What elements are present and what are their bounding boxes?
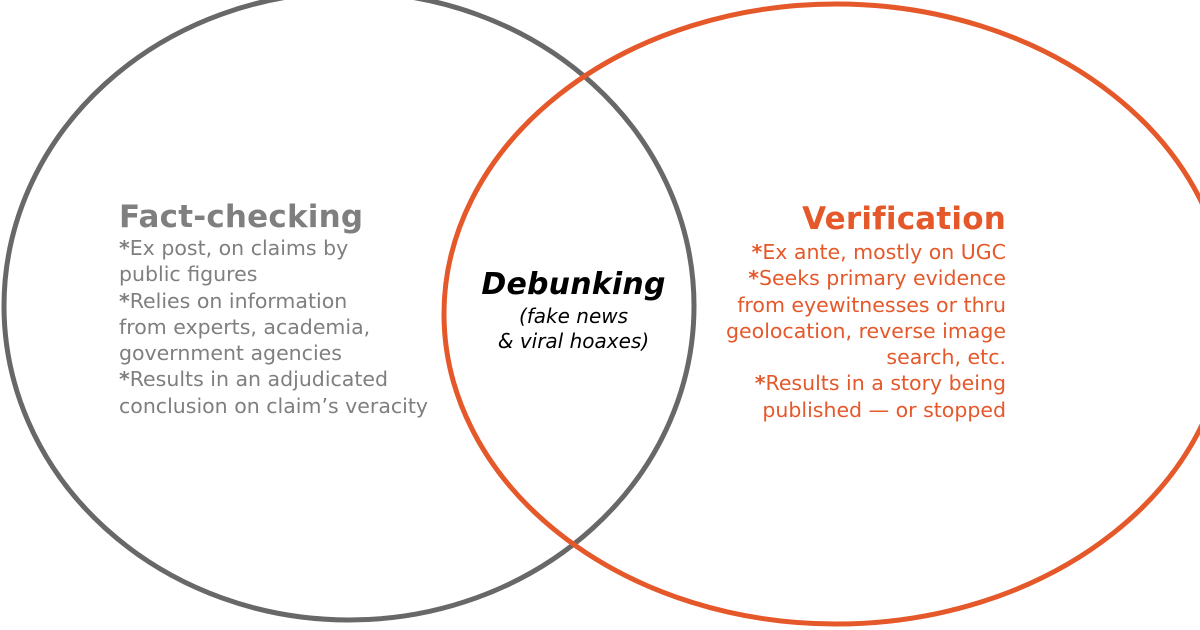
debunking-subtitle-line: (fake news [518, 304, 629, 328]
fact-checking-line: government agencies [119, 341, 342, 366]
fact-checking-line: public figures [119, 262, 258, 287]
debunking-block: Debunking (fake news & viral hoaxes) [460, 266, 687, 354]
fact-checking-line: *Results in an adjudicated [119, 367, 389, 392]
fact-checking-line: *Ex post, on claims by [119, 236, 349, 260]
fact-checking-line: from experts, academia, [119, 314, 371, 339]
verification-line: *Results in a story being [754, 371, 1006, 396]
fact-checking-circle [1, 0, 697, 623]
verification-line: *Ex ante, mostly on UGC [751, 240, 1006, 264]
fact-checking-line: *Relies on information [119, 288, 348, 313]
fact-checking-line: conclusion on claim’s veracity [119, 393, 429, 418]
verification-line: geolocation, reverse image [726, 318, 1006, 343]
verification-line: search, etc. [886, 345, 1006, 370]
debunking-subtitle-line: & viral hoaxes) [497, 329, 650, 353]
verification-block: Verification *Ex ante, mostly on UGC *Se… [726, 201, 1006, 423]
verification-title: Verification [802, 201, 1006, 237]
debunking-title: Debunking [481, 267, 666, 302]
fact-checking-title: Fact-checking [119, 199, 364, 235]
verification-line: *Seeks primary evidence [748, 266, 1006, 291]
verification-circle [441, 1, 1200, 627]
verification-line: from eyewitnesses or thru [737, 292, 1006, 317]
fact-checking-block: Fact-checking *Ex post, on claims by pub… [119, 199, 428, 419]
verification-line: published — or stopped [762, 397, 1006, 422]
